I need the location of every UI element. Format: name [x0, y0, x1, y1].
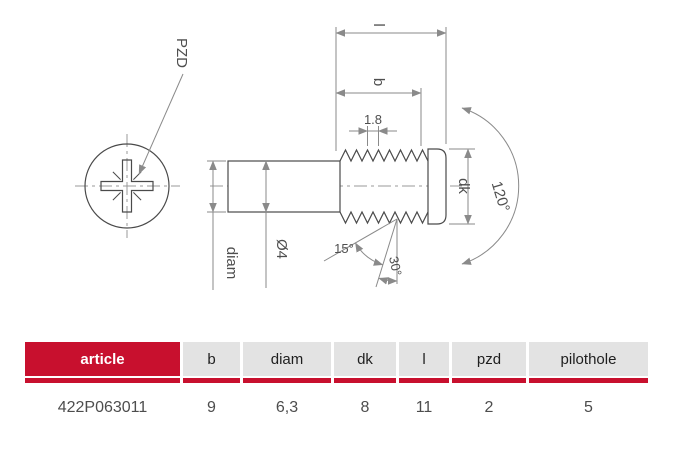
column-header-article: article [25, 342, 180, 376]
thread-profile-top [339, 148, 429, 163]
cell-pilothole: 5 [529, 383, 648, 433]
accent-bar [452, 378, 526, 383]
dim-label-d4: Ø4 [273, 239, 290, 259]
column-pilothole: pilothole 5 [529, 342, 648, 433]
dim-label-diam: diam [223, 247, 240, 280]
screw-head [427, 148, 447, 225]
pzd-leader-line [138, 73, 184, 175]
dim-label-dk: dk [455, 178, 472, 194]
dim-label-120: 120° [488, 179, 513, 214]
accent-bar [529, 378, 648, 383]
accent-bar [399, 378, 449, 383]
column-header-pilothole: pilothole [529, 342, 648, 376]
accent-bar [334, 378, 396, 383]
column-b: b 9 [183, 342, 240, 433]
column-pzd: pzd 2 [452, 342, 526, 433]
technical-drawing: PZD [75, 23, 520, 290]
dim-label-30: 30° [386, 255, 405, 277]
drawing-area: PZD [75, 23, 520, 290]
pzd-cross [100, 159, 154, 213]
accent-bar [243, 378, 331, 383]
dimension-lines [207, 27, 520, 290]
dim-label-15: 15° [334, 241, 354, 256]
spec-table: article 422P063011 b 9 diam 6,3 dk 8 l 1… [0, 336, 673, 433]
cell-dk: 8 [334, 383, 396, 433]
column-header-dk: dk [334, 342, 396, 376]
column-diam: diam 6,3 [243, 342, 331, 433]
cell-article: 422P063011 [25, 383, 180, 433]
column-header-b: b [183, 342, 240, 376]
pzd-label: PZD [173, 38, 190, 68]
head-outline-circle [84, 143, 170, 229]
dim-label-b: b [370, 78, 387, 86]
cell-b: 9 [183, 383, 240, 433]
column-header-l: l [399, 342, 449, 376]
column-l: l 11 [399, 342, 449, 433]
dim-label-l: l [370, 23, 387, 26]
column-header-diam: diam [243, 342, 331, 376]
column-dk: dk 8 [334, 342, 396, 433]
cell-pzd: 2 [452, 383, 526, 433]
dim-label-pitch: 1.8 [364, 112, 382, 127]
column-header-pzd: pzd [452, 342, 526, 376]
column-article: article 422P063011 [25, 342, 180, 433]
cell-l: 11 [399, 383, 449, 433]
side-view [227, 148, 447, 225]
accent-bar [183, 378, 240, 383]
screw-shank [227, 160, 341, 213]
cell-diam: 6,3 [243, 383, 331, 433]
accent-bar [25, 378, 180, 383]
thread-profile-bottom [339, 210, 429, 225]
